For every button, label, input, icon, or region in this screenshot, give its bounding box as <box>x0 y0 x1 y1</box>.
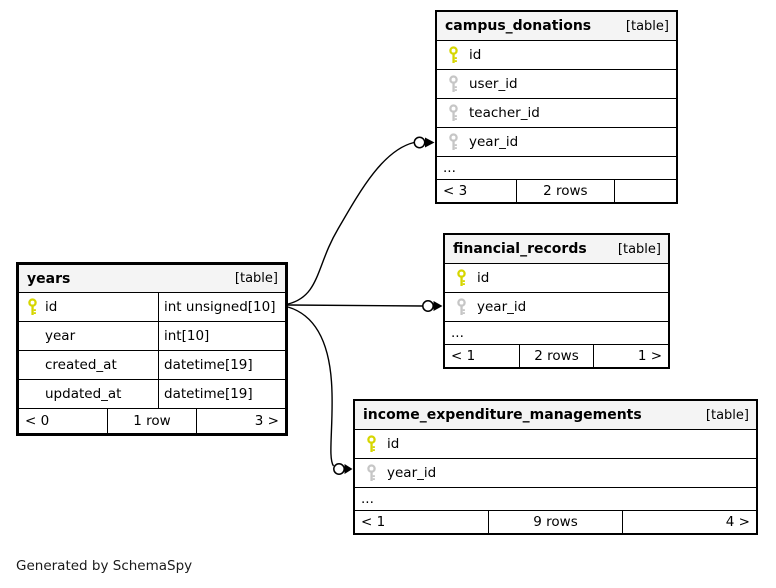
table-type-badge: [table] <box>625 18 669 34</box>
column-name: user_id <box>469 76 518 92</box>
columns-ellipsis: ... <box>437 156 676 179</box>
column-row-id[interactable]: id <box>445 263 668 292</box>
row-count: 1 row <box>107 409 196 433</box>
column-row-year[interactable]: year int[10] <box>19 321 285 350</box>
child-count <box>613 180 676 202</box>
zero-or-one-connector-icon <box>333 463 345 475</box>
column-name: id <box>45 299 58 315</box>
column-name: id <box>477 270 490 286</box>
parent-count: < 3 <box>443 183 468 199</box>
parent-count: < 1 <box>361 514 386 530</box>
primary-key-icon <box>445 269 477 287</box>
table-title: years <box>27 270 71 287</box>
primary-key-icon <box>437 46 469 64</box>
table-title: campus_donations <box>445 18 592 34</box>
column-name: year_id <box>477 299 527 315</box>
column-type: int[10] <box>158 322 285 350</box>
column-row-updated-at[interactable]: updated_at datetime[19] <box>19 379 285 408</box>
table-node-financial-records[interactable]: financial_records [table] id year_id ...… <box>443 233 670 369</box>
column-name: year_id <box>469 134 519 150</box>
row-count: 9 rows <box>488 511 622 533</box>
columns-ellipsis: ... <box>355 487 756 510</box>
parent-count: < 0 <box>25 413 50 429</box>
arrowhead-icon <box>433 301 443 311</box>
column-name: year_id <box>387 465 437 481</box>
table-node-campus-donations[interactable]: campus_donations [table] id user_id <box>435 10 678 204</box>
zero-or-one-connector-icon <box>413 136 426 149</box>
column-name: id <box>469 47 482 63</box>
table-header[interactable]: financial_records [table] <box>445 235 668 263</box>
column-row-year-id[interactable]: year_id <box>437 127 676 156</box>
column-name: id <box>387 436 400 452</box>
table-footer: < 0 1 row 3 > <box>19 408 285 433</box>
relationship-years-campus-donations <box>287 136 435 305</box>
foreign-key-icon <box>437 75 469 93</box>
table-footer: < 3 2 rows <box>437 179 676 202</box>
column-type: datetime[19] <box>158 380 285 408</box>
foreign-key-icon <box>437 104 469 122</box>
row-count: 2 rows <box>515 180 614 202</box>
arrowhead-icon <box>344 464 353 474</box>
generator-note: Generated by SchemaSpy <box>16 558 193 574</box>
arrowhead-icon <box>425 137 435 148</box>
child-count: 3 > <box>196 409 285 433</box>
table-node-years[interactable]: years [table] id int unsigned[10] year i… <box>16 262 288 436</box>
relationship-years-income-expenditure-managements <box>287 306 353 475</box>
foreign-key-icon <box>437 133 469 151</box>
row-count: 2 rows <box>518 345 594 367</box>
relationship-years-financial-records <box>287 300 443 312</box>
column-type: int unsigned[10] <box>158 293 285 321</box>
column-type: datetime[19] <box>158 351 285 379</box>
primary-key-icon <box>19 298 45 316</box>
zero-or-one-connector-icon <box>422 300 434 312</box>
parent-count: < 1 <box>451 348 476 364</box>
child-count: 1 > <box>593 345 668 367</box>
column-row-teacher-id[interactable]: teacher_id <box>437 98 676 127</box>
table-footer: < 1 9 rows 4 > <box>355 510 756 533</box>
table-header[interactable]: campus_donations [table] <box>437 12 676 40</box>
table-title: financial_records <box>453 241 587 257</box>
column-name: created_at <box>45 357 117 373</box>
table-header[interactable]: income_expenditure_managements [table] <box>355 401 756 429</box>
table-type-badge: [table] <box>234 271 278 286</box>
table-node-income-expenditure-managements[interactable]: income_expenditure_managements [table] i… <box>353 399 758 535</box>
child-count: 4 > <box>622 511 756 533</box>
table-title: income_expenditure_managements <box>363 407 642 423</box>
table-type-badge: [table] <box>617 241 661 257</box>
column-row-created-at[interactable]: created_at datetime[19] <box>19 350 285 379</box>
table-type-badge: [table] <box>705 407 749 423</box>
column-name: updated_at <box>45 386 122 402</box>
table-footer: < 1 2 rows 1 > <box>445 344 668 367</box>
column-row-id[interactable]: id <box>355 429 756 458</box>
column-row-year-id[interactable]: year_id <box>355 458 756 487</box>
foreign-key-icon <box>445 298 477 316</box>
foreign-key-icon <box>355 464 387 482</box>
column-row-year-id[interactable]: year_id <box>445 292 668 321</box>
column-name: teacher_id <box>469 105 540 121</box>
column-name: year <box>45 328 76 344</box>
column-row-id[interactable]: id int unsigned[10] <box>19 292 285 321</box>
table-header[interactable]: years [table] <box>19 265 285 292</box>
primary-key-icon <box>355 435 387 453</box>
column-row-user-id[interactable]: user_id <box>437 69 676 98</box>
columns-ellipsis: ... <box>445 321 668 344</box>
column-row-id[interactable]: id <box>437 40 676 69</box>
